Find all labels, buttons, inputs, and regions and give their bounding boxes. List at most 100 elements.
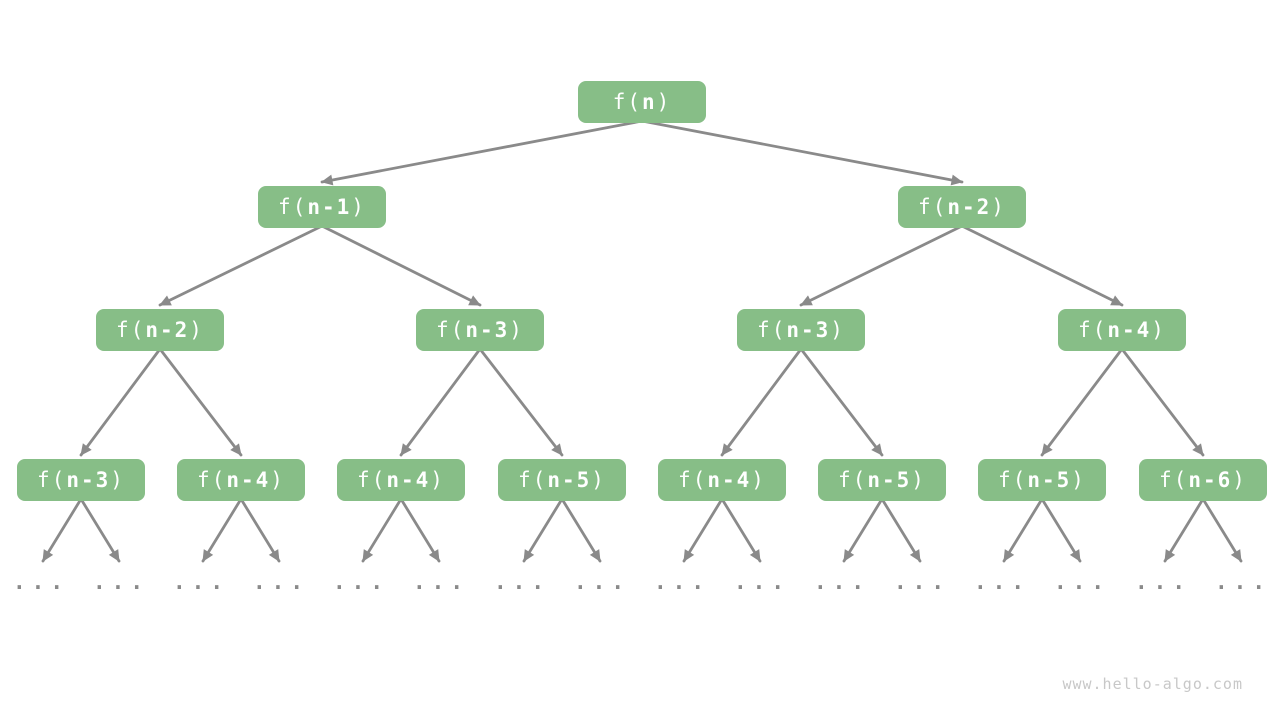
tree-edge-LR-LRR [478,347,564,457]
node-label-argument: n-4 [1107,318,1152,342]
node-label-suffix: ) [509,318,524,342]
ellipsis: ... [1215,570,1271,594]
fan-arrow-RLR-left [842,497,884,563]
fan-arrow-LRR-left [522,497,564,563]
ellipsis: ... [1054,570,1110,594]
tree-edge-LL-LLL [79,347,162,457]
tree-node-LLL: f(n-3) [17,459,145,501]
node-label-argument: n-1 [307,195,352,219]
fan-arrow-LRL-right [399,497,441,563]
fan-arrow-LRR-right [560,497,602,563]
tree-node-RLR: f(n-5) [818,459,946,501]
node-label-argument: n-4 [707,468,752,492]
ellipsis: ... [413,570,469,594]
ellipsis: ... [894,570,950,594]
ellipsis: ... [734,570,790,594]
tree-node-R: f(n-2) [898,186,1026,228]
tree-edge-R-RL [799,224,964,307]
node-label-suffix: ) [656,90,672,114]
tree-edge-L-LR [320,224,482,307]
node-label-argument: n-5 [547,468,592,492]
node-label-argument: n-3 [786,318,831,342]
fan-arrow-LLL-left [41,497,83,563]
node-label-suffix: ) [591,468,606,492]
tree-node-RL: f(n-3) [737,309,865,351]
node-label-suffix: ) [1151,318,1166,342]
node-label-suffix: ) [351,195,366,219]
tree-edge-R-RR [960,224,1124,307]
ellipsis: ... [654,570,710,594]
node-label-suffix: ) [430,468,445,492]
ellipsis: ... [1135,570,1191,594]
node-label-argument: n-4 [386,468,431,492]
tree-node-LRL: f(n-4) [337,459,465,501]
tree-edge-RL-RLL [720,347,803,457]
node-label-argument: n [641,90,657,114]
tree-edge-L-LL [158,224,324,307]
fan-arrow-LLL-right [79,497,121,563]
tree-edge-LR-LRL [399,347,482,457]
node-label-argument: n-5 [1027,468,1072,492]
node-label-argument: n-4 [226,468,271,492]
node-label-argument: n-5 [867,468,912,492]
node-label-prefix: f( [918,195,948,219]
fan-arrow-LLR-left [201,497,243,563]
node-label-prefix: f( [436,318,466,342]
node-label-prefix: f( [612,90,642,114]
node-label-prefix: f( [116,318,146,342]
ellipsis: ... [974,570,1030,594]
tree-node-LLR: f(n-4) [177,459,305,501]
node-label-suffix: ) [1232,468,1247,492]
node-label-prefix: f( [678,468,708,492]
tree-edge-root-L [320,119,644,186]
tree-edge-RL-RLR [799,347,884,457]
node-label-suffix: ) [751,468,766,492]
tree-edge-LL-LLR [158,347,243,457]
tree-node-RRR: f(n-6) [1139,459,1267,501]
fan-arrow-RRL-left [1002,497,1044,563]
node-label-prefix: f( [37,468,67,492]
tree-node-L: f(n-1) [258,186,386,228]
fan-arrow-RLR-right [880,497,922,563]
fan-arrow-RRL-right [1040,497,1082,563]
fan-arrow-RRR-right [1201,497,1243,563]
node-label-suffix: ) [270,468,285,492]
node-label-prefix: f( [1078,318,1108,342]
node-label-prefix: f( [357,468,387,492]
node-label-suffix: ) [830,318,845,342]
node-label-argument: n-3 [66,468,111,492]
tree-node-LL: f(n-2) [96,309,224,351]
node-label-suffix: ) [189,318,204,342]
node-label-suffix: ) [1071,468,1086,492]
node-label-prefix: f( [757,318,787,342]
fan-arrow-RLL-left [682,497,724,563]
node-label-prefix: f( [197,468,227,492]
ellipsis: ... [173,570,229,594]
ellipsis: ... [93,570,149,594]
ellipsis: ... [494,570,550,594]
ellipsis: ... [13,570,69,594]
tree-edge-RR-RRL [1040,347,1124,457]
tree-node-RRL: f(n-5) [978,459,1106,501]
tree-node-root: f(n) [578,81,706,123]
node-label-suffix: ) [110,468,125,492]
fan-arrow-RLL-right [720,497,762,563]
node-label-suffix: ) [911,468,926,492]
node-label-prefix: f( [518,468,548,492]
node-label-argument: n-3 [465,318,510,342]
node-label-prefix: f( [1159,468,1189,492]
node-label-prefix: f( [278,195,308,219]
tree-node-LRR: f(n-5) [498,459,626,501]
tree-node-RR: f(n-4) [1058,309,1186,351]
node-label-prefix: f( [998,468,1028,492]
node-label-suffix: ) [991,195,1006,219]
ellipsis: ... [253,570,309,594]
node-label-argument: n-2 [145,318,190,342]
fan-arrow-LLR-right [239,497,281,563]
fan-arrow-LRL-left [361,497,403,563]
tree-edge-root-R [640,119,964,186]
node-label-argument: n-6 [1188,468,1233,492]
tree-node-LR: f(n-3) [416,309,544,351]
